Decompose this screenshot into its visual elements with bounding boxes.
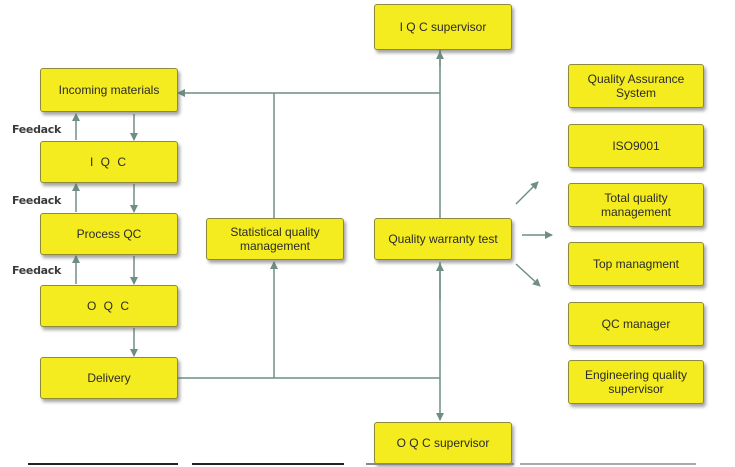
box-engineering-quality-supervisor: Engineering quality supervisor [568, 360, 704, 404]
arrow-fan-up [515, 181, 539, 205]
box-label: Process QC [76, 227, 142, 241]
bottom-divider [192, 463, 344, 465]
box-label: Delivery [87, 371, 131, 385]
feedback-label: Feedack [12, 194, 62, 207]
box-statistical-quality-management: Statistical quality management [206, 218, 344, 260]
box-oqc: O Q C [40, 285, 178, 327]
box-label: Total quality management [600, 191, 672, 219]
box-label: I Q C supervisor [399, 20, 487, 34]
bottom-divider [366, 463, 514, 465]
box-total-quality-management: Total quality management [568, 183, 704, 227]
box-label: Quality Assurance System [587, 72, 685, 100]
box-label: O Q C [86, 299, 131, 313]
box-incoming-materials: Incoming materials [40, 68, 178, 112]
feedback-label: Feedack [12, 264, 62, 277]
box-label: Top managment [592, 257, 680, 271]
box-label: I Q C [89, 155, 128, 169]
box-top-management: Top managment [568, 242, 704, 286]
box-iqc: I Q C [40, 141, 178, 183]
box-quality-warranty-test: Quality warranty test [374, 218, 512, 260]
feedback-label: Feedack [12, 123, 62, 136]
box-label: Quality warranty test [388, 232, 498, 246]
box-label: QC manager [601, 317, 671, 331]
box-process-qc: Process QC [40, 213, 178, 255]
bottom-divider [520, 463, 696, 465]
box-label: Engineering quality supervisor [584, 368, 688, 396]
bottom-divider [28, 463, 178, 465]
box-iso9001: ISO9001 [568, 124, 704, 168]
arrow-fan-down [515, 263, 541, 287]
box-label: ISO9001 [612, 139, 660, 153]
box-label: Incoming materials [58, 83, 160, 97]
box-qc-manager: QC manager [568, 302, 704, 346]
box-quality-assurance-system: Quality Assurance System [568, 64, 704, 108]
box-iqc-supervisor: I Q C supervisor [374, 4, 512, 50]
box-label: O Q C supervisor [396, 436, 490, 450]
box-delivery: Delivery [40, 357, 178, 399]
box-label: Statistical quality management [230, 225, 320, 253]
box-oqc-supervisor: O Q C supervisor [374, 422, 512, 464]
